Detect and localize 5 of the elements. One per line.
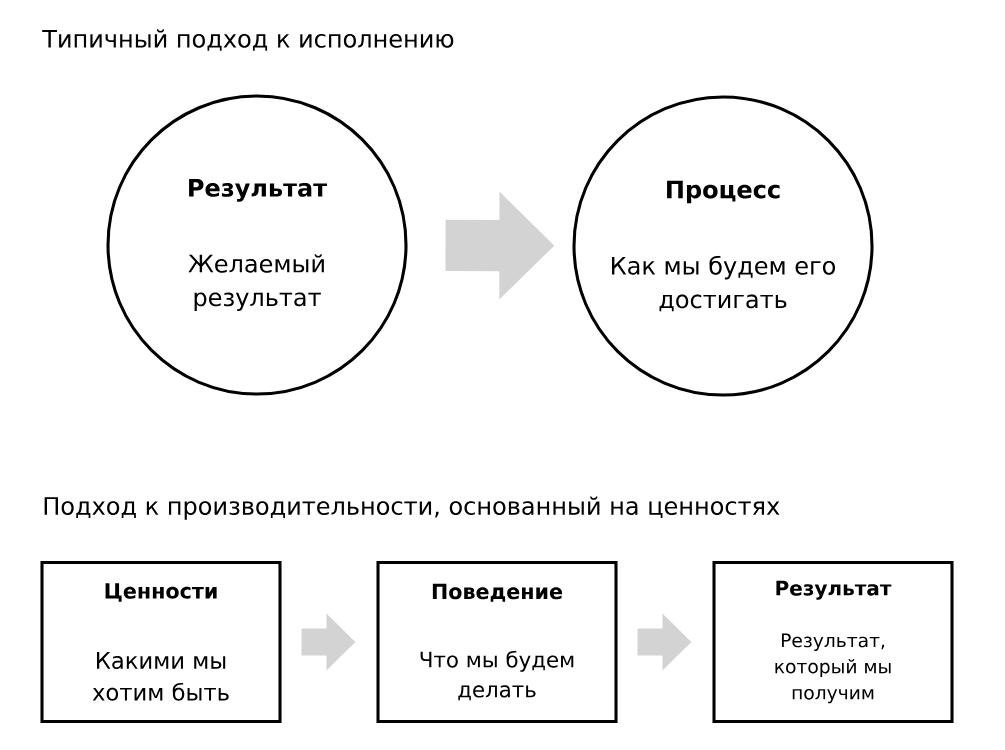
- step-box: Результат Результат, который мы получим: [712, 560, 954, 724]
- section-heading: Подход к производительности, основанный на ценностях: [44, 496, 780, 520]
- section-heading: Типичный подход к исполнению: [42, 29, 454, 51]
- step-box: Поведение Что мы будем делать: [376, 560, 618, 724]
- step-box: Ценности Какими мы хотим быть: [40, 560, 282, 724]
